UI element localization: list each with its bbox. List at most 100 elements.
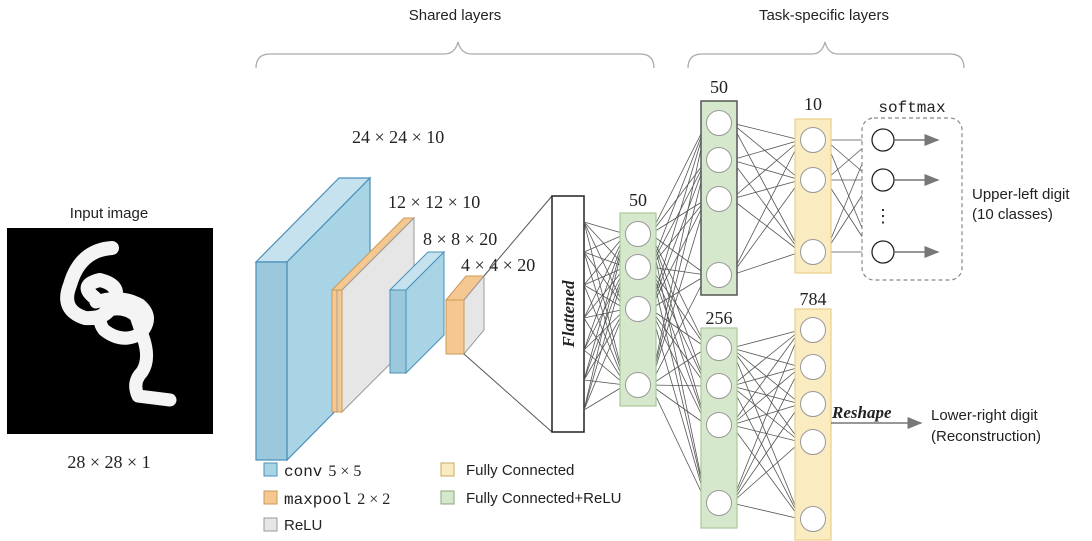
legend-conv-swatch: [263, 462, 278, 477]
neuron-recH: [706, 373, 732, 399]
connection-line: [731, 139, 801, 161]
lower-output-line2: (Reconstruction): [931, 428, 1041, 445]
connection-line: [583, 221, 626, 310]
connection-line: [731, 403, 801, 504]
input-image-size: 28 × 28 × 1: [67, 452, 150, 472]
connection-line: [731, 122, 801, 181]
connection-line: [650, 122, 707, 268]
connection-line: [650, 347, 707, 386]
neuron-recH: [706, 335, 732, 361]
connection-line: [650, 159, 707, 310]
connection-line: [650, 308, 707, 349]
neuron-clsH: [706, 262, 732, 288]
neuron-shared: [625, 254, 651, 280]
neuron-recH: [706, 412, 732, 438]
connection-line: [650, 122, 707, 310]
connection-line: [731, 441, 801, 504]
connection-line: [731, 179, 801, 200]
reshape-label: Reshape: [831, 403, 892, 422]
connection-line: [731, 179, 801, 276]
legend-fc-relu-label: Fully Connected+ReLU: [466, 490, 622, 507]
connection-line: [583, 233, 626, 351]
conv2-block: [388, 250, 446, 375]
cls-out-count: 10: [804, 94, 822, 114]
connection-line: [731, 366, 801, 504]
connection-line: [731, 122, 801, 253]
connection-line: [650, 159, 707, 386]
conv2-dims: 8 × 8 × 20: [423, 229, 497, 249]
connection-line: [650, 122, 707, 235]
task-layers-label: Task-specific layers: [759, 7, 889, 24]
connection-line: [731, 366, 801, 426]
connection-line: [583, 251, 626, 310]
flattened-label: Flattened: [559, 280, 578, 349]
legend-fc-relu-swatch: [440, 490, 455, 505]
rec-out-count: 784: [800, 289, 827, 309]
connection-line: [731, 159, 801, 253]
connection-line: [583, 233, 626, 286]
connection-line: [650, 266, 707, 387]
neuron-clsH: [706, 147, 732, 173]
connection-line: [650, 384, 707, 426]
connection-line: [731, 122, 801, 141]
connection-line: [731, 385, 801, 405]
neurons: [625, 110, 826, 532]
connection-line: [583, 284, 626, 310]
connection-lines: [583, 122, 873, 520]
connection-line: [650, 308, 707, 426]
connection-line: [731, 403, 801, 426]
connection-line: [583, 284, 626, 386]
connection-line: [650, 308, 707, 387]
connection-line: [583, 233, 626, 319]
connection-line: [731, 139, 801, 200]
shared-layers-label: Shared layers: [409, 7, 502, 24]
connection-line: [650, 159, 707, 235]
legend-fc-swatch: [440, 462, 455, 477]
neuron-clsO: [800, 239, 826, 265]
connection-line: [583, 266, 626, 351]
input-image-title: Input image: [70, 205, 148, 222]
connection-line: [650, 274, 707, 386]
connection-line: [731, 198, 801, 253]
connection-line: [650, 266, 707, 426]
shared-fc-count: 50: [629, 190, 647, 210]
neuron-recO: [800, 317, 826, 343]
projection-line-top: [483, 195, 553, 277]
legend-maxpool-swatch: [263, 490, 278, 505]
connection-line: [583, 221, 626, 235]
connection-line: [731, 347, 801, 405]
projection-line-bottom: [463, 353, 553, 433]
neuron-recH: [706, 490, 732, 516]
connection-line: [583, 251, 626, 386]
connection-line: [650, 122, 707, 386]
connection-line: [731, 385, 801, 520]
softmax-label: softmax: [878, 99, 945, 117]
rec-hidden-count: 256: [706, 308, 733, 328]
connection-line: [650, 308, 707, 504]
legend-relu-swatch: [263, 517, 278, 532]
connection-line: [731, 385, 801, 443]
neuron-clsO: [800, 127, 826, 153]
softmax-node: [871, 240, 895, 264]
connection-line: [650, 384, 707, 387]
connection-line: [731, 424, 801, 443]
shared-layers-brace: [255, 41, 655, 69]
task-layers-brace: [687, 41, 965, 69]
pool2-block: [444, 274, 486, 356]
neuron-shared: [625, 221, 651, 247]
connection-line: [583, 266, 626, 411]
softmax-output-nodes: [871, 128, 940, 264]
connection-line: [583, 233, 626, 381]
connection-line: [583, 308, 626, 411]
neuron-shared: [625, 372, 651, 398]
cls-hidden-count: 50: [710, 77, 728, 97]
softmax-ellipsis: ⋮: [874, 206, 892, 226]
connection-line: [650, 384, 707, 504]
connection-line: [731, 329, 801, 387]
rec-out-layer: [794, 308, 832, 541]
connection-line: [650, 266, 707, 349]
connection-line: [731, 502, 801, 520]
connection-line: [583, 349, 626, 386]
